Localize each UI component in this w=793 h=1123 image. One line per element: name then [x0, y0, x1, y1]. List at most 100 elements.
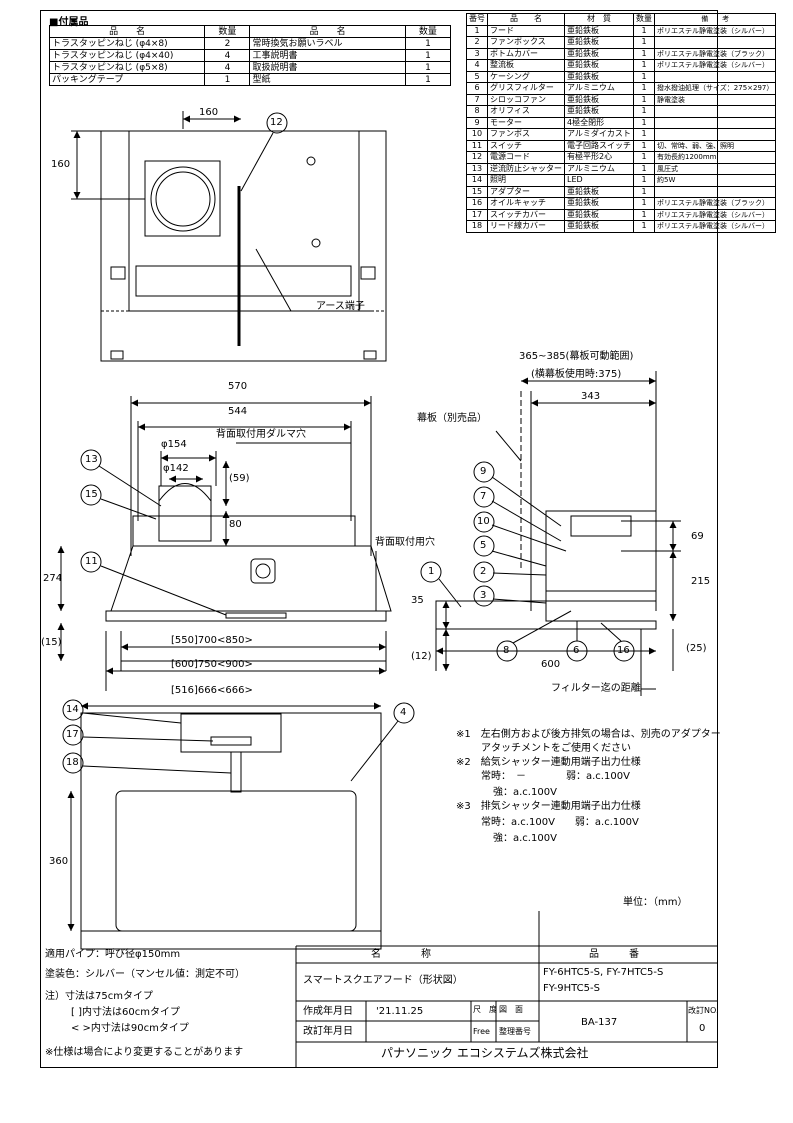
- note-2: ※2 給気シャッター連動用端子出力仕様: [456, 757, 641, 768]
- table-cell: 約5W: [653, 174, 777, 187]
- created-label: 作成年月日: [303, 1006, 353, 1017]
- callout-13: 13: [85, 454, 98, 465]
- name-label: 名 称: [371, 949, 431, 960]
- callout-18: 18: [66, 757, 79, 768]
- drawing-label: 図 面: [499, 1005, 523, 1014]
- callout-5: 5: [480, 540, 487, 551]
- table-cell: 1: [204, 73, 251, 86]
- table-cell: アルミダイカスト: [564, 128, 634, 141]
- dim-544: 544: [228, 406, 248, 417]
- callout-4: 4: [400, 707, 407, 718]
- product-number-2: FY-9HTC5-S: [543, 983, 600, 994]
- table-cell: 1: [633, 24, 655, 37]
- table-cell: 14: [466, 174, 488, 187]
- size-note: 注）寸法は75cmタイプ: [45, 991, 153, 1002]
- callout-17: 17: [66, 729, 79, 740]
- bottom-view: [62, 699, 415, 950]
- callout-9: 9: [480, 466, 487, 477]
- front-view: [57, 396, 392, 691]
- table-cell: ポリエステル静電塗装（シルバー）: [653, 24, 777, 37]
- technical-drawing: [57, 111, 717, 1067]
- color-note: 塗装色：シルバー（マンセル値：測定不可）: [45, 969, 245, 980]
- note-2a: 常時： － 弱：a.c.100V: [481, 771, 630, 782]
- callout-14: 14: [66, 704, 79, 715]
- spec-change-note: ※仕様は場合により変更することがあります: [45, 1047, 244, 1058]
- table-cell: 逆流防止シャッター: [487, 162, 565, 175]
- accessories-title: ■付属品: [49, 17, 89, 28]
- earth-terminal-label: アース端子: [316, 301, 365, 312]
- callout-12: 12: [270, 117, 283, 128]
- dim-width-700: [550]700<850>: [171, 635, 253, 646]
- dim-15: (15): [41, 637, 62, 648]
- dim-d154: φ154: [161, 439, 187, 450]
- title-block-grid: [295, 911, 717, 1067]
- table-cell: 2: [466, 36, 488, 49]
- dim-360: 360: [49, 856, 69, 867]
- side-view: [420, 371, 681, 696]
- table-cell: 16: [466, 197, 488, 210]
- table-cell: 1: [633, 162, 655, 175]
- table-cell: ポリエステル静電塗装（ブラック）: [653, 47, 777, 60]
- table-cell: 切、常時、弱、強、照明: [653, 139, 777, 152]
- dim-width-750: [600]750<900>: [171, 659, 253, 670]
- callout-1: 1: [428, 566, 435, 577]
- note-2b: 強：a.c.100V: [493, 787, 557, 798]
- table-cell: スイッチカバー: [487, 208, 565, 221]
- dim-width-666: [516]666<666>: [171, 685, 253, 696]
- dim-343: 343: [581, 391, 601, 402]
- number-label: 品 番: [589, 949, 639, 960]
- dim-274: 274: [43, 573, 63, 584]
- table-cell: 1: [633, 139, 655, 152]
- table-cell: リード線カバー: [487, 220, 565, 233]
- table-cell: 風圧式: [653, 162, 777, 175]
- revision-label: 改訂NO.: [688, 1006, 719, 1015]
- dim-600: 600: [541, 659, 561, 670]
- back-hole-label: 背面取付用ダルマ穴: [216, 429, 306, 440]
- scale-label: 尺 度: [473, 1005, 497, 1014]
- note-3a: 常時：a.c.100V 弱：a.c.100V: [481, 817, 639, 828]
- table-cell: LED: [564, 174, 634, 187]
- size-note-90: < >内寸法は90cmタイプ: [71, 1023, 189, 1034]
- dim-range-2: (横幕板使用時:375): [531, 369, 622, 380]
- dim-59: (59): [229, 473, 250, 484]
- dim-range: 365~385(幕板可動範囲): [519, 351, 634, 362]
- filter-distance-label: フィルター迄の距離: [551, 683, 641, 694]
- callout-3: 3: [480, 590, 487, 601]
- top-view: [71, 111, 387, 362]
- table-cell: アルミニウム: [564, 162, 634, 175]
- table-cell: ポリエステル静電塗装（ブラック）: [653, 197, 777, 210]
- dim-160: 160: [199, 107, 219, 118]
- table-cell: ボトムカバー: [487, 47, 565, 60]
- table-cell: スイッチ: [487, 139, 565, 152]
- dim-12: (12): [411, 651, 432, 662]
- callout-2: 2: [480, 566, 487, 577]
- table-cell: 11: [466, 139, 488, 152]
- dim-d142: φ142: [163, 463, 189, 474]
- table-cell: ポリエステル静電塗装（シルバー）: [653, 208, 777, 221]
- callout-11: 11: [85, 556, 98, 567]
- table-cell: 1: [404, 73, 452, 86]
- callout-6: 6: [573, 645, 580, 656]
- table-cell: ポリエステル静電塗装（シルバー）: [653, 220, 777, 233]
- company-name: パナソニック エコシステムズ株式会社: [381, 1046, 589, 1060]
- dim-215: 215: [691, 576, 711, 587]
- size-note-60: [ ]内寸法は60cmタイプ: [71, 1007, 180, 1018]
- table-cell: [653, 36, 777, 49]
- created-date: '21.11.25: [376, 1006, 424, 1017]
- table-cell: 有効長約1200mm: [653, 151, 777, 164]
- note-3: ※3 排気シャッター連動用端子出力仕様: [456, 801, 641, 812]
- callout-8: 8: [503, 645, 510, 656]
